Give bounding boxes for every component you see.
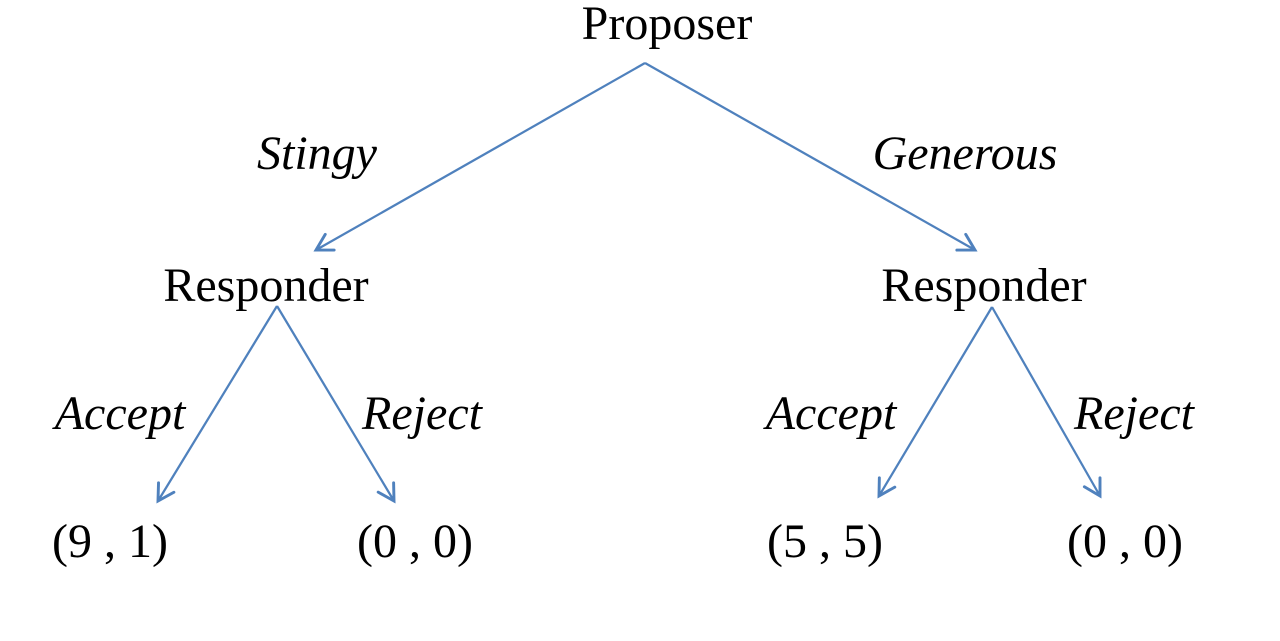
payoff-stingy-reject: (0 , 0) [357, 515, 473, 568]
edge-responder-right-reject [991, 306, 1102, 499]
branch-label-generous: Generous [872, 127, 1058, 180]
edge-responder-right-accept [877, 306, 993, 499]
edge-responder-left-accept [156, 305, 278, 504]
choice-label-reject-left: Reject [362, 387, 482, 440]
node-responder-right: Responder [881, 259, 1087, 312]
edge-proposer-generous [644, 62, 978, 252]
edge-responder-left-reject [276, 305, 396, 504]
choice-label-accept-left: Accept [54, 387, 186, 440]
choice-label-reject-right: Reject [1074, 387, 1194, 440]
choice-label-accept-right: Accept [765, 387, 897, 440]
edge-proposer-stingy [313, 62, 646, 252]
payoff-stingy-accept: (9 , 1) [52, 515, 168, 568]
branch-label-stingy: Stingy [257, 127, 377, 180]
payoff-generous-accept: (5 , 5) [767, 515, 883, 568]
payoff-generous-reject: (0 , 0) [1067, 515, 1183, 568]
node-responder-left: Responder [163, 259, 369, 312]
node-proposer: Proposer [581, 0, 753, 50]
